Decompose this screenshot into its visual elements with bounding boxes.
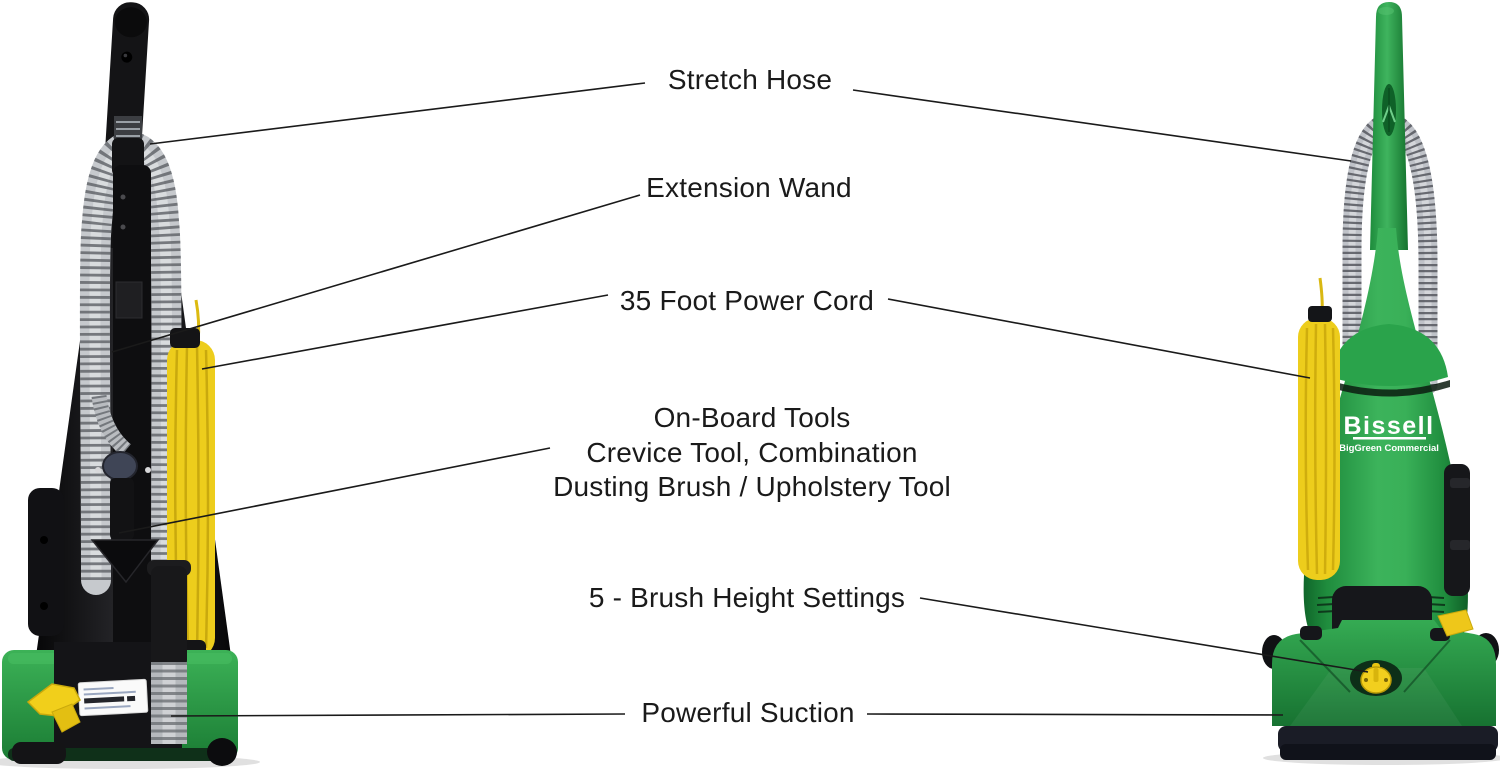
callout-lines <box>111 82 1369 717</box>
callout-line-suction-left <box>170 713 626 717</box>
label-onboard-tools: On-Board Tools Crevice Tool, Combination… <box>553 401 951 505</box>
cord-clip-detail <box>1450 540 1470 550</box>
cord-hook-yellow <box>1437 609 1474 637</box>
callout-line-brush-height <box>919 597 1369 673</box>
dome-shadow <box>1328 380 1450 397</box>
cord-clip <box>1444 464 1470 596</box>
label-extension-wand: Extension Wand <box>646 172 852 203</box>
label-power-cord: 35 Foot Power Cord <box>619 285 875 316</box>
motor-dome <box>1330 324 1448 386</box>
brand-logo: Bissell <box>1343 412 1434 440</box>
front-bumper <box>1278 726 1498 760</box>
label-onboard-tools-line1: On-Board Tools <box>653 402 851 433</box>
extension-wand <box>113 165 151 651</box>
label-powerful-suction: Powerful Suction <box>641 697 855 728</box>
callout-line-suction-right <box>866 713 1284 716</box>
callout-line-power-cord-right <box>887 298 1311 379</box>
label-brush-height: 5 - Brush Height Settings <box>588 582 906 613</box>
pod-screw <box>40 536 48 544</box>
label-stretch-hose: Stretch Hose <box>667 64 833 95</box>
callout-line-extension-wand <box>111 194 641 353</box>
pod-screw <box>40 602 48 610</box>
callout-line-onboard-tools <box>118 447 551 534</box>
callout-line-stretch-hose-left <box>149 82 646 145</box>
cord-clip-detail <box>1450 478 1470 488</box>
suction-hose-lower <box>147 560 191 744</box>
rear-right-wheel <box>207 738 237 766</box>
brand-tagline: BigGreen Commercial <box>1339 443 1439 454</box>
brush-height-dial <box>1350 660 1402 696</box>
hood-wheel-left <box>1300 626 1322 640</box>
rear-left-bumper <box>12 742 66 764</box>
label-onboard-tools-line3: Dusting Brush / Upholstery Tool <box>553 471 951 502</box>
callout-line-stretch-hose-right <box>852 89 1352 162</box>
height-release-pedal <box>26 683 81 733</box>
callout-line-power-cord-left <box>201 294 609 370</box>
onboard-tools <box>90 394 160 584</box>
rear-base <box>2 642 238 766</box>
vacuum-rear-view-illustration <box>0 2 260 769</box>
vacuum-front-view-illustration: Bissell BigGreen Commercial <box>1262 2 1500 765</box>
brand-logo-block: Bissell BigGreen Commercial <box>1339 412 1439 454</box>
label-onboard-tools-line2: Crevice Tool, Combination <box>586 436 918 468</box>
power-cord-front <box>1298 277 1340 580</box>
spec-label <box>77 678 149 717</box>
rear-side-pod <box>28 488 64 636</box>
front-handle <box>1370 2 1408 250</box>
